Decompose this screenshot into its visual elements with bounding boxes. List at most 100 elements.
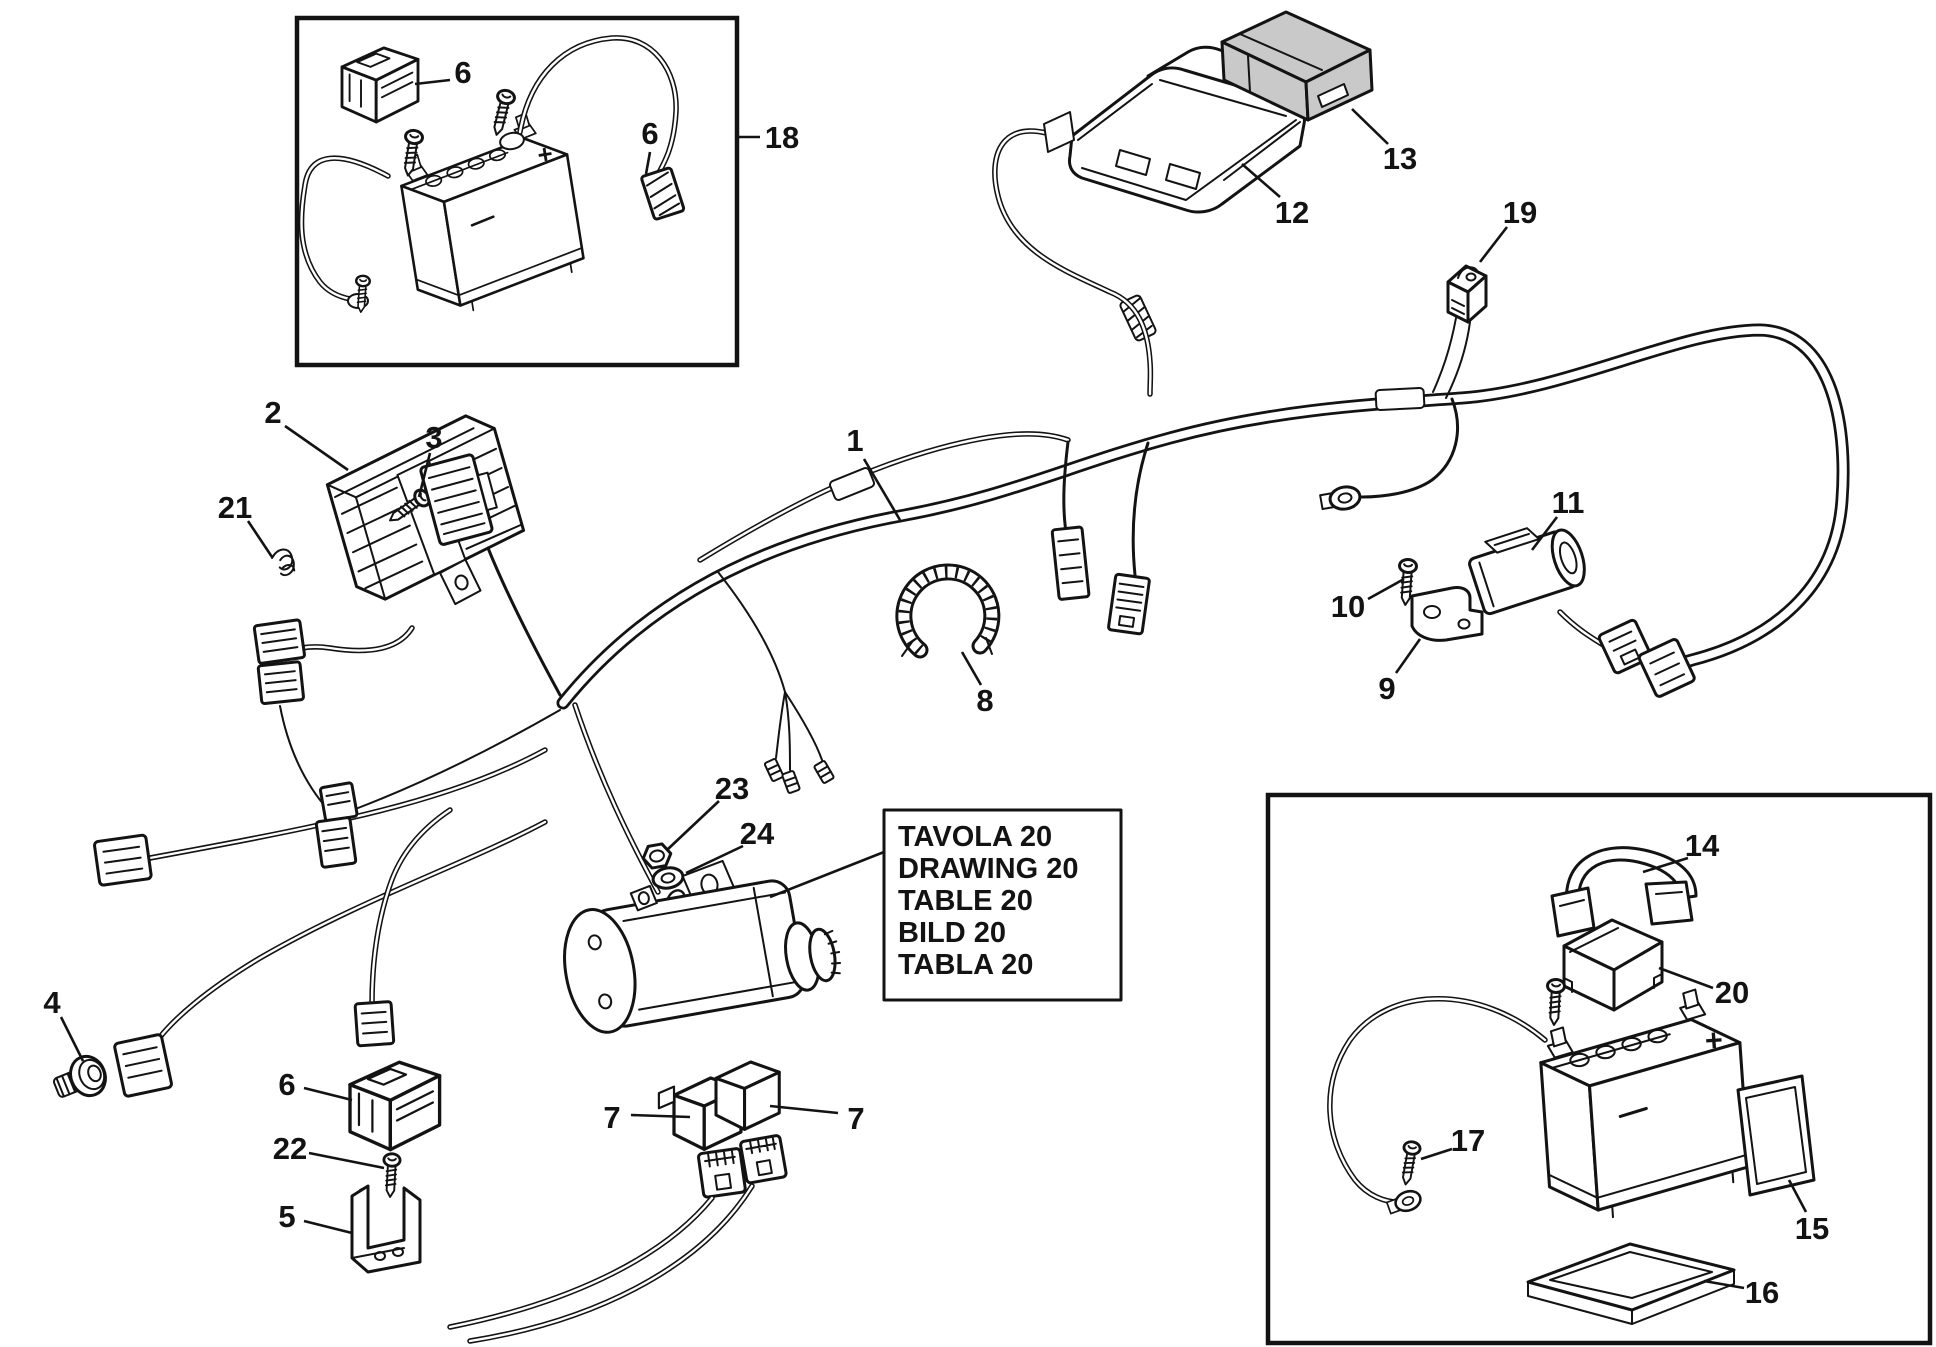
ring-terminal-branch xyxy=(1360,397,1460,499)
bottom-left-connector xyxy=(113,1033,173,1098)
wire-core xyxy=(698,432,1070,562)
part-callout-7: 7 xyxy=(603,1100,620,1135)
part-21-clip xyxy=(271,548,296,577)
part-17-screw xyxy=(1396,1139,1423,1188)
callout-leader-15 xyxy=(1787,1179,1808,1213)
callout-leader-24 xyxy=(685,844,744,875)
part-callout-6: 6 xyxy=(454,55,471,90)
table-line-1: TAVOLA 20 xyxy=(898,821,1052,853)
callout-leader-23 xyxy=(667,800,720,850)
callout-leader-20 xyxy=(1658,966,1714,990)
regulator-connector-b xyxy=(256,660,305,705)
part-20-cover xyxy=(1562,918,1664,1012)
part-6-relay-bottom xyxy=(348,1060,442,1152)
callout-leader-6 xyxy=(303,1086,353,1102)
relay7-wire-right xyxy=(467,1183,755,1344)
part-17-cable xyxy=(1327,996,1548,1205)
part-callout-21: 21 xyxy=(218,490,252,525)
bullet-wire-2 xyxy=(784,691,791,771)
callout-leader-16 xyxy=(1703,1279,1745,1290)
table-line-4: BILD 20 xyxy=(898,917,1006,949)
part-13-cover xyxy=(1220,10,1374,122)
part-15-pad xyxy=(1736,1074,1816,1197)
branch-starter-cable xyxy=(572,702,661,895)
part-callout-15: 15 xyxy=(1795,1211,1829,1246)
callout-leader-8 xyxy=(960,651,983,686)
callout-leader-6 xyxy=(644,151,652,175)
relay6-connector xyxy=(353,1000,396,1048)
callout-leader-10 xyxy=(1367,577,1405,601)
callout-leader-19 xyxy=(1478,226,1509,263)
table-line-5: TABLA 20 xyxy=(898,949,1033,981)
part-callout-4: 4 xyxy=(43,985,61,1020)
callout-leader-9 xyxy=(1394,638,1422,674)
branch-bullet-stem xyxy=(717,571,786,693)
callout-leader-7 xyxy=(630,1113,691,1119)
part-7-relay-right xyxy=(714,1060,781,1131)
small-hanging-connector xyxy=(1050,525,1091,601)
part-callout-3: 3 xyxy=(425,420,442,455)
table-line-2: DRAWING 20 xyxy=(898,853,1078,885)
bullet-wire-3 xyxy=(784,691,823,761)
part-callout-2: 2 xyxy=(264,395,281,430)
far-left-connector xyxy=(93,833,153,887)
mid-branch-connector xyxy=(1106,572,1152,636)
callout-leader-6 xyxy=(414,78,451,86)
bullet-terminal-2 xyxy=(780,769,802,795)
cable-17-ring xyxy=(1384,1186,1425,1219)
bullet-terminal-3 xyxy=(812,759,836,785)
part-22-screw xyxy=(380,1151,402,1199)
stacked-connector-a xyxy=(318,781,359,823)
part-callout-12: 12 xyxy=(1275,195,1309,230)
battery-kit-inset-box xyxy=(294,15,740,368)
part-8-cable-guide xyxy=(895,563,1001,659)
table-box-leader xyxy=(769,850,885,899)
multipin-connector xyxy=(419,453,498,546)
part-callout-1: 1 xyxy=(846,423,863,458)
part-callout-11: 11 xyxy=(1552,485,1585,520)
part-callout-9: 9 xyxy=(1378,671,1395,706)
wire-core xyxy=(300,156,390,301)
wire-core xyxy=(150,820,547,1050)
wire-core xyxy=(1328,997,1547,1204)
capacitor-connector xyxy=(1597,618,1653,675)
part-11-capacitor xyxy=(1468,527,1586,616)
part-callout-6: 6 xyxy=(641,116,658,151)
bullet-terminal-1 xyxy=(763,757,785,783)
kit-relay-6 xyxy=(340,46,420,124)
part-callout-10: 10 xyxy=(1331,589,1365,624)
callout-leader-14 xyxy=(1642,856,1689,874)
callout-leader-11 xyxy=(1530,516,1559,551)
part-callout-22: 22 xyxy=(273,1131,307,1166)
callout-leader-4 xyxy=(59,1016,85,1062)
relay7-connector-left xyxy=(697,1147,747,1199)
callout-leader-7 xyxy=(769,1104,839,1115)
regulator-connector-a xyxy=(252,618,306,665)
part-callout-17: 17 xyxy=(1451,1123,1485,1158)
bullet-wire-1 xyxy=(775,691,786,759)
harness-end-connector xyxy=(1637,638,1696,698)
callout-leader-22 xyxy=(308,1151,385,1170)
part-24-washer xyxy=(651,866,685,890)
branch-mid-connectors xyxy=(357,709,561,809)
part-14-strap xyxy=(1550,846,1698,938)
harness-core xyxy=(559,326,1847,707)
detail-battery-screw xyxy=(1543,977,1567,1027)
wire-core xyxy=(573,703,660,894)
wire-core xyxy=(468,1184,754,1343)
part-callout-7: 7 xyxy=(847,1101,864,1136)
part-1-main-harness-trunk xyxy=(556,323,1850,710)
kit-cable-connector xyxy=(640,166,686,221)
kit-negative-cable xyxy=(298,155,391,302)
part-callout-20: 20 xyxy=(1715,975,1749,1010)
callout-leader-5 xyxy=(303,1219,353,1235)
harness-sleeve-2 xyxy=(1374,386,1426,412)
part-4-plug xyxy=(52,1054,107,1098)
branch-connector-small xyxy=(1062,440,1070,534)
branch-multipin xyxy=(486,546,562,697)
callout-leader-21 xyxy=(246,520,274,558)
part-9-bracket xyxy=(1410,586,1484,642)
